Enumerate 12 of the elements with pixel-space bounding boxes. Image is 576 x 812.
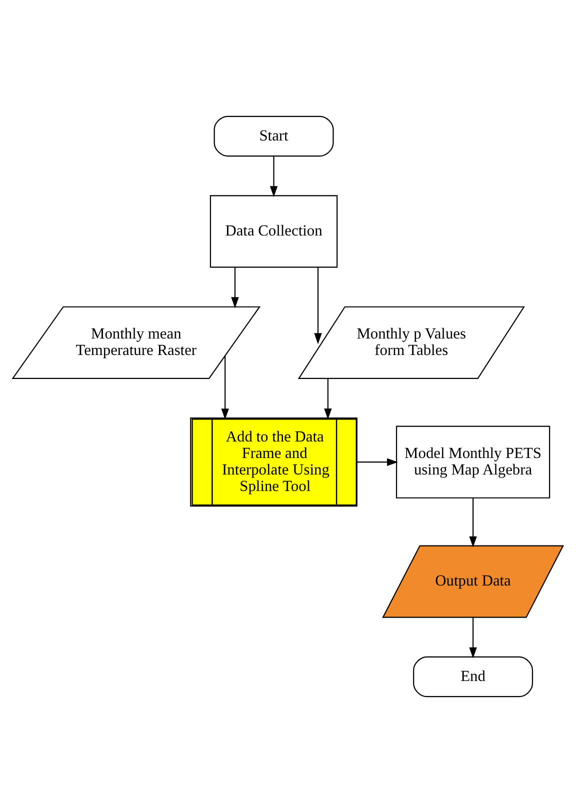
arrow: [357, 458, 398, 466]
arrow: [324, 378, 332, 419]
arrow: [469, 497, 477, 547]
arrow: [231, 266, 239, 308]
arrow: [469, 617, 477, 658]
arrow: [270, 156, 278, 197]
arrow: [221, 355, 229, 420]
node-box: Model Monthly PETS using Map Algebra: [396, 425, 550, 498]
node-box: Start: [214, 115, 334, 156]
node-box: Data Collection: [210, 194, 338, 268]
node-box: End: [413, 656, 534, 697]
arrow: [314, 266, 322, 344]
